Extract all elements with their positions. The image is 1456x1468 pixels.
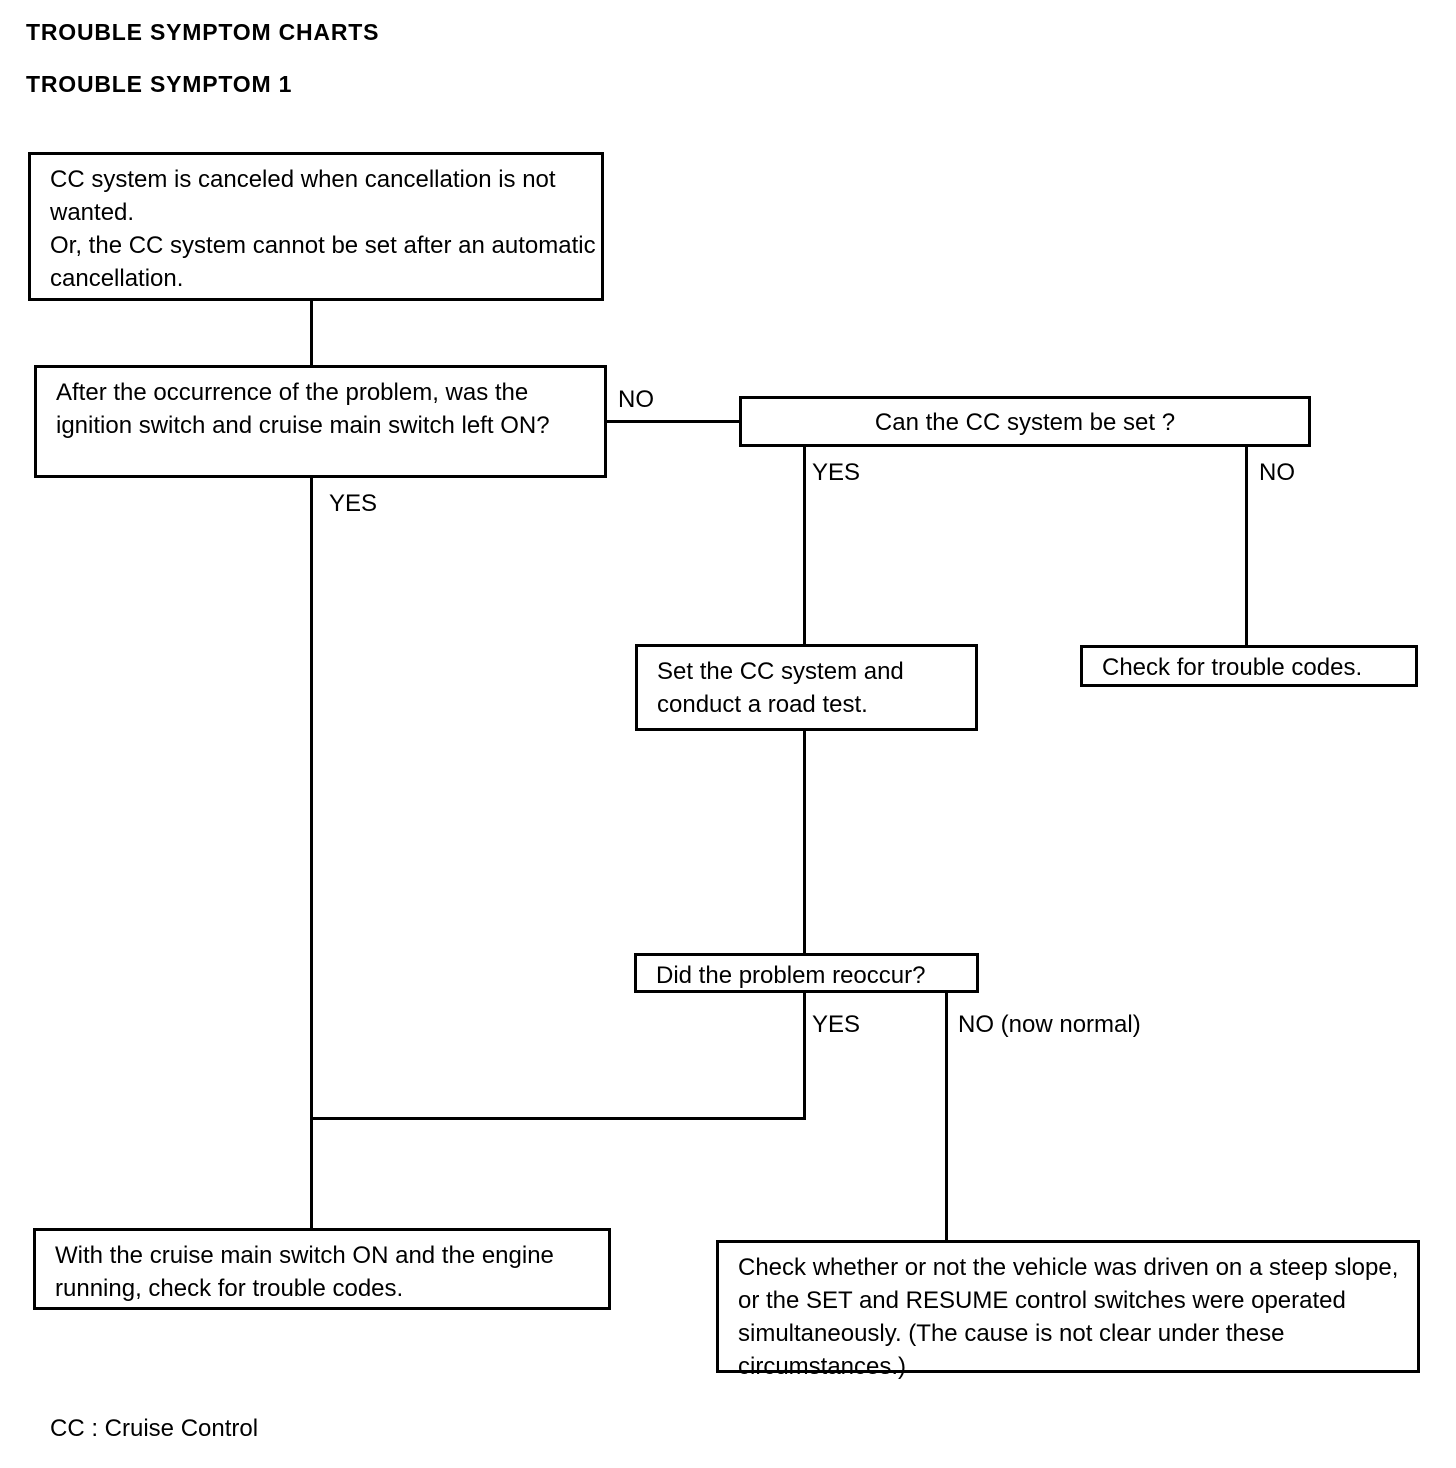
branch-label-canset-yes: YES bbox=[812, 459, 861, 486]
connector-canset-no-to-checkcodes bbox=[1245, 446, 1248, 646]
branch-label-canset-no: NO bbox=[1259, 459, 1295, 486]
connector-reoccur-yes-vertical bbox=[803, 992, 806, 1120]
node-action-check-steep-slope-set-resume: Check whether or not the vehicle was dri… bbox=[716, 1240, 1420, 1380]
node-action-with-cruise-switch-on-check-codes: With the cruise main switch ON and the e… bbox=[33, 1228, 611, 1310]
node-question-ignition-switch-left-on: After the occurrence of the problem, was… bbox=[34, 365, 607, 478]
connector-symptom-to-question1 bbox=[310, 300, 313, 366]
connector-canset-yes-to-setcc bbox=[803, 446, 806, 646]
connector-trunk-to-withcruise bbox=[310, 1117, 313, 1231]
connector-question1-yes-trunk bbox=[310, 477, 313, 1120]
connector-question1-no-to-canset bbox=[606, 420, 742, 423]
branch-label-question1-yes: YES bbox=[329, 490, 378, 517]
branch-label-reoccur-no: NO (now normal) bbox=[958, 1011, 1141, 1038]
legend-footnote: CC : Cruise Control bbox=[50, 1415, 259, 1442]
page-title: TROUBLE SYMPTOM CHARTS bbox=[26, 19, 380, 45]
connector-reoccur-no-to-steepslope bbox=[945, 992, 948, 1243]
node-action-check-for-trouble-codes: Check for trouble codes. bbox=[1080, 645, 1418, 687]
connector-setcc-to-reoccur bbox=[803, 729, 806, 955]
node-action-set-cc-and-road-test: Set the CC system and conduct a road tes… bbox=[635, 644, 978, 731]
branch-label-reoccur-yes: YES bbox=[812, 1011, 861, 1038]
node-symptom-description: CC system is canceled when cancellation … bbox=[28, 152, 604, 301]
node-question-can-cc-system-be-set: Can the CC system be set ? bbox=[739, 396, 1311, 447]
branch-label-question1-no: NO bbox=[618, 386, 654, 413]
section-title: TROUBLE SYMPTOM 1 bbox=[26, 71, 293, 97]
node-question-did-problem-reoccur: Did the problem reoccur? bbox=[634, 953, 979, 993]
connector-reoccur-yes-horizontal bbox=[310, 1117, 806, 1120]
